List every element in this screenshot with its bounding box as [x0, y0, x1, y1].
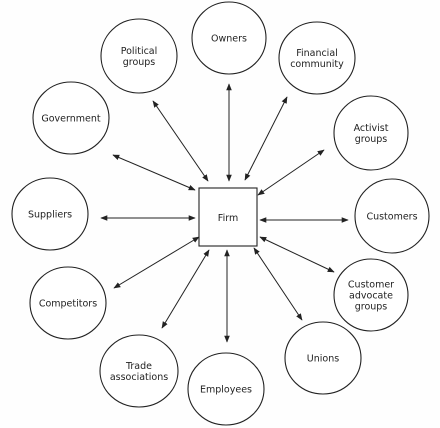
stakeholder-circles: OwnersFinancialcommunityActivistgroupsCu… [11, 1, 430, 426]
circle-competitors [29, 266, 107, 340]
circle-government [32, 81, 110, 155]
label-customer-advocate-groups-line-3: groups [355, 302, 388, 313]
label-activist-groups-line-2: groups [355, 134, 388, 145]
arrow-customer-advocate-groups [259, 236, 335, 273]
label-owners: Owners [211, 34, 247, 45]
circle-owners [191, 1, 267, 75]
stakeholder-employees: Employees [187, 352, 265, 426]
label-government: Government [41, 114, 101, 125]
label-customer-advocate-groups-line-2: advocate [349, 291, 393, 302]
stakeholder-owners: Owners [191, 1, 267, 75]
circle-customers [354, 178, 430, 254]
arrow-financial-community [244, 96, 288, 181]
circle-financial-community [278, 21, 356, 95]
circle-political-groups [100, 18, 178, 94]
arrow-government [112, 154, 196, 191]
label-trade-associations-line-2: associations [110, 372, 168, 383]
arrow-activist-groups [257, 149, 325, 196]
label-competitors: Competitors [39, 299, 97, 310]
label-financial-community-line-1: Financial [296, 48, 338, 59]
circle-employees [187, 352, 265, 426]
circle-unions [284, 321, 362, 395]
label-activist-groups-line-1: Activist [354, 123, 389, 134]
stakeholder-government: Government [32, 81, 110, 155]
label-customers: Customers [366, 212, 417, 223]
label-customer-advocate-groups-line-1: Customer [348, 280, 394, 291]
stakeholder-competitors: Competitors [29, 266, 107, 340]
arrow-competitors [113, 236, 200, 289]
firm-label: Firm [218, 213, 238, 224]
label-suppliers: Suppliers [28, 210, 72, 221]
label-political-groups-line-1: Political [121, 46, 158, 57]
label-political-groups-line-2: groups [123, 57, 156, 68]
circle-activist-groups [333, 95, 409, 171]
label-trade-associations-line-1: Trade [125, 361, 152, 372]
circle-suppliers [11, 177, 89, 251]
label-unions: Unions [307, 354, 339, 365]
label-financial-community-line-2: community [290, 59, 344, 70]
circle-customer-advocate-groups [333, 258, 409, 332]
stakeholder-suppliers: Suppliers [11, 177, 89, 251]
arrow-trade-associations [161, 249, 210, 329]
arrow-unions [253, 247, 303, 321]
arrow-political-groups [152, 100, 209, 182]
label-employees: Employees [200, 385, 252, 396]
firm-box [198, 187, 258, 247]
firm-node: Firm [198, 187, 258, 247]
stakeholder-customers: Customers [354, 178, 430, 254]
stakeholder-unions: Unions [284, 321, 362, 395]
arrows-layer [100, 83, 349, 343]
circle-trade-associations [99, 334, 179, 408]
